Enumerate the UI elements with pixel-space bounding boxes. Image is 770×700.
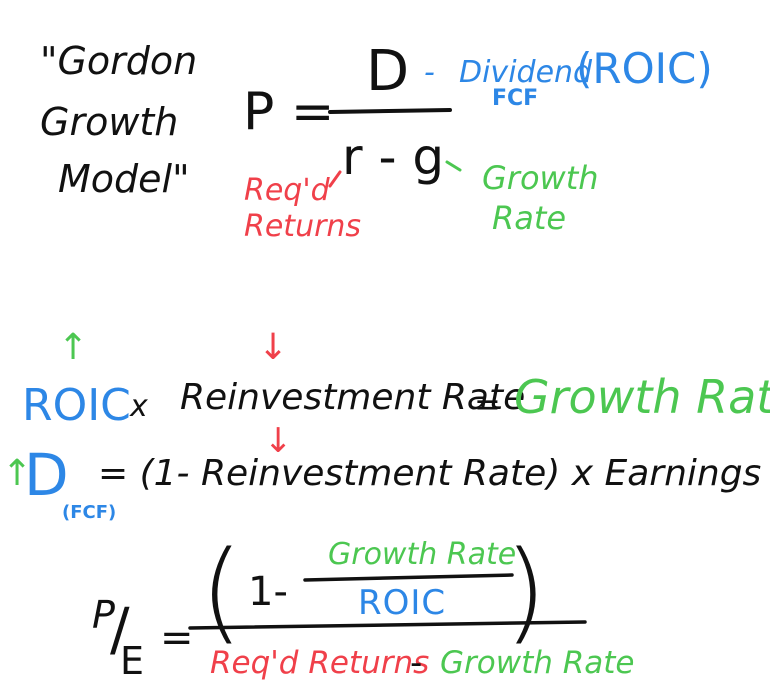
dividend-up-arrow: ↑ <box>2 453 33 494</box>
title-line-3: Model" <box>58 157 190 201</box>
title-line-2: Growth <box>40 100 179 144</box>
dividend-fcf-subscript: (FCF) <box>62 502 117 523</box>
pe-slash: / <box>110 595 130 663</box>
fcf-label: FCF <box>492 86 539 111</box>
pe-growth-rate-numerator: Growth Rate <box>328 537 517 572</box>
dividend-label: Dividend <box>459 55 593 90</box>
pe-one-minus: 1- <box>248 569 288 615</box>
growth-label-line-2: Rate <box>492 199 567 237</box>
pe-growth-rate-denominator: Growth Rate <box>440 645 635 681</box>
pe-roic-denominator: ROIC <box>358 583 447 623</box>
pe-equals: = <box>160 615 194 661</box>
gordon-lhs: P = <box>243 82 335 142</box>
dividend-dash: - <box>424 55 435 90</box>
gordon-denominator: r - g <box>342 128 445 186</box>
gordon-numerator: D <box>366 39 410 104</box>
roic-paren-label: (ROIC) <box>576 44 713 93</box>
growth-rate-term: Growth Rate <box>514 370 770 424</box>
times-sign-1: x <box>130 389 148 424</box>
dividend-d-term: D <box>24 441 69 509</box>
pe-e: E <box>120 639 145 683</box>
pe-p: P <box>92 593 115 637</box>
reinvestment-down-arrow: ↓ <box>258 327 289 368</box>
pe-close-paren: ) <box>504 527 547 655</box>
title-line-1: "Gordon <box>40 39 198 83</box>
equals-sign-1: = <box>474 385 501 423</box>
pe-minus: - <box>410 643 423 683</box>
roic-up-arrow: ↑ <box>58 327 89 368</box>
reqd-label-line-2: Returns <box>244 209 362 244</box>
growth-label-line-1: Growth <box>482 159 599 197</box>
roic-term: ROIC <box>22 380 131 431</box>
pe-reqd-returns: Req'd Returns <box>210 645 430 681</box>
dividend-equation-body: = (1- Reinvestment Rate) x Earnings <box>98 453 762 494</box>
reinvestment-down-arrow-2: ↓ <box>264 421 293 461</box>
reinvestment-rate-term: Reinvestment Rate <box>180 377 526 418</box>
reqd-label-line-1: Req'd <box>244 173 330 208</box>
